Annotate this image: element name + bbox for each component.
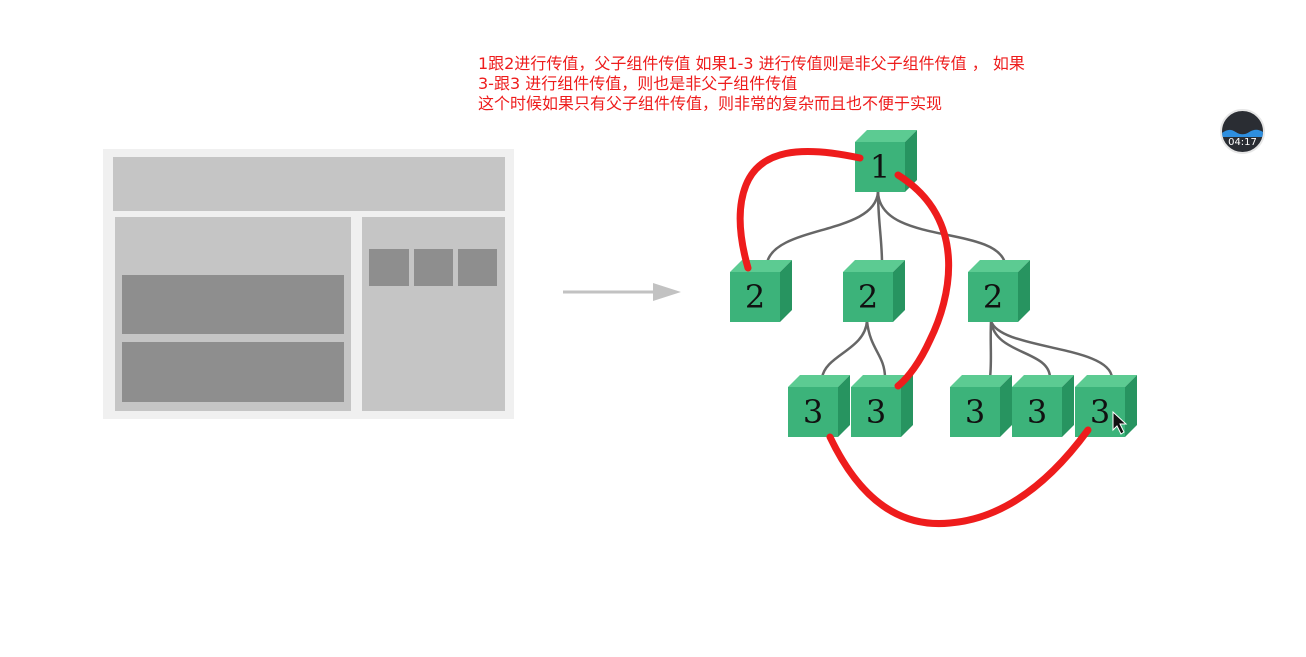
mouse-cursor-icon [1112,410,1128,435]
node-level-3: 3 [788,375,850,437]
annotation-text: 1跟2进行传值，父子组件传值 如果1-3 进行传值则是非父子组件传值 ， 如果 … [478,54,1118,114]
node-label: 3 [1027,393,1047,431]
wave-icon [1222,129,1263,137]
node-level-2: 2 [968,260,1030,322]
node-label: 3 [1090,393,1110,431]
node-label: 3 [965,393,985,431]
timer-text: 04:17 [1228,137,1257,148]
path-3-to-3 [826,426,1092,528]
arrow-icon [563,283,681,301]
node-label: 2 [858,278,878,316]
node-label: 3 [803,393,823,431]
node-label: 3 [866,393,886,431]
node-level-3: 3 [1075,375,1137,437]
node-level-3: 3 [851,375,913,437]
wireframe-sidebar-item [414,249,453,286]
path-1-to-3 [894,171,953,390]
annotation-line-2: 3-跟3 进行组件传值，则也是非父子组件传值 [478,74,798,93]
highlight-paths [736,147,1092,528]
wireframe-sidebar-item [369,249,409,286]
tree-nodes: 1 2 2 2 3 3 3 3 3 [730,130,1137,437]
node-label: 1 [870,148,890,186]
wireframe-content-block [122,275,344,334]
node-label: 2 [983,278,1003,316]
node-level-3: 3 [950,375,1012,437]
wireframe-content-block [122,342,344,402]
node-level-1: 1 [855,130,917,192]
wireframe-sidebar-item [458,249,497,286]
node-label: 2 [745,278,765,316]
annotation-line-3: 这个时候如果只有父子组件传值，则非常的复杂而且也不便于实现 [478,94,943,113]
node-level-2: 2 [843,260,905,322]
wireframe-header [113,157,505,211]
node-level-2: 2 [730,260,792,322]
page-layout-wireframe [103,149,514,419]
path-1-to-2 [736,147,864,272]
tree-connectors [765,191,1114,379]
node-level-3: 3 [1012,375,1074,437]
recording-timer-badge[interactable]: 04:17 [1220,109,1265,154]
annotation-line-1: 1跟2进行传值，父子组件传值 如果1-3 进行传值则是非父子组件传值 ， 如果 [478,54,1025,73]
